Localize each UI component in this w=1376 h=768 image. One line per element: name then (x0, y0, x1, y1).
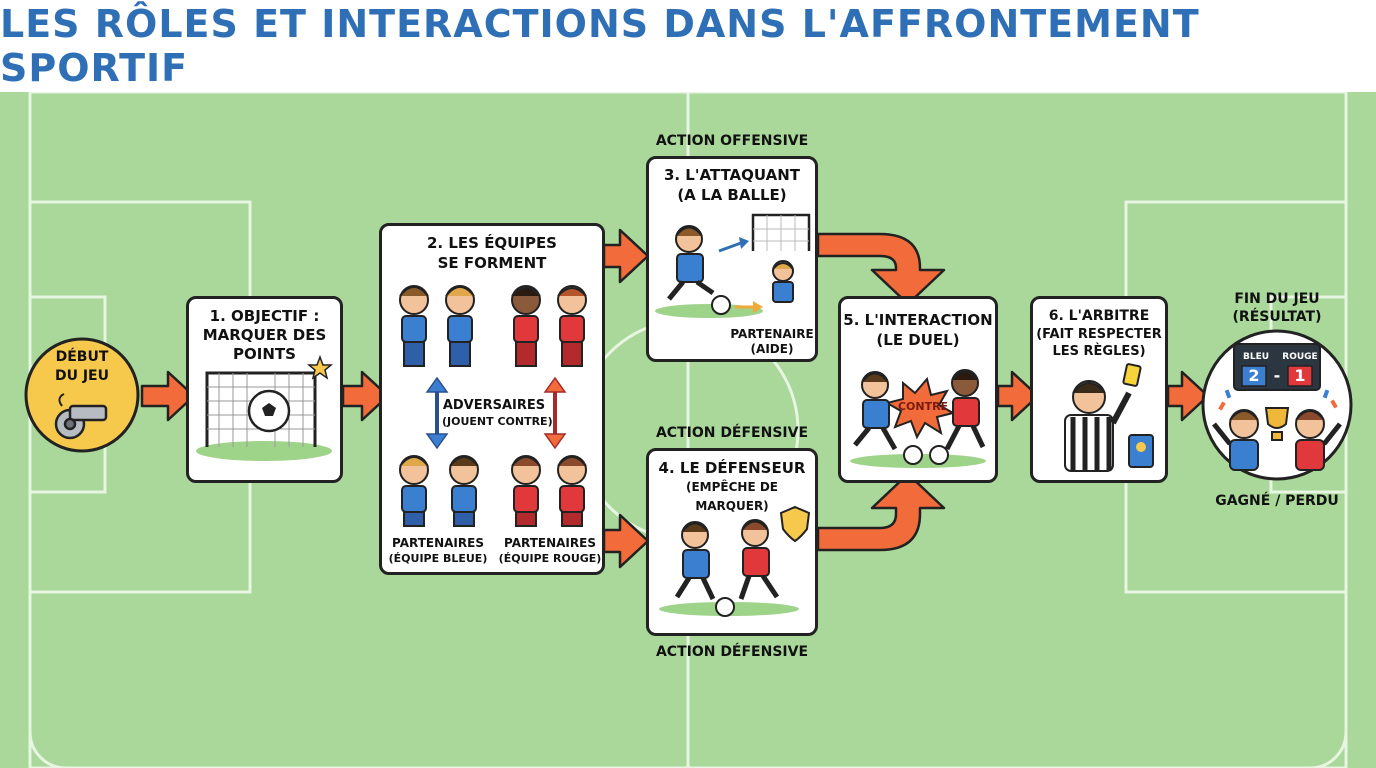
goal-with-ball-icon (196, 354, 334, 461)
step1-card: 1. OBJECTIF : MARQUER DES POINTS (186, 296, 343, 483)
arrow-step2-to-step4 (602, 513, 650, 569)
shield-icon (779, 505, 811, 543)
yellow-arrow-icon (735, 301, 763, 313)
step1-title-3: POINTS (233, 345, 296, 363)
step2-title-2: SE FORMENT (437, 254, 547, 272)
step3-partner-note-2: (AIDE) (750, 342, 794, 356)
step6-title-3: LES RÈGLES) (1052, 344, 1146, 359)
step3-title-1: 3. L'ATTAQUANT (663, 166, 801, 184)
title-bar: LES RÔLES ET INTERACTIONS DANS L'AFFRONT… (0, 0, 1376, 92)
yellow-card-icon (1122, 363, 1142, 387)
step3-partner-note-1: PARTENAIRE (730, 327, 814, 341)
blue-celebrating-player-icon (1212, 409, 1259, 471)
blue-partners-label-1: PARTENAIRES (392, 536, 484, 550)
scoreboard-team-red: ROUGE (1282, 352, 1318, 362)
red-player-icon (944, 369, 986, 451)
step1-title-2: MARQUER DES (202, 326, 327, 344)
step2-title-1: 2. LES ÉQUIPES (427, 234, 557, 252)
contre-burst-icon (884, 376, 956, 440)
step6-card: 6. L'ARBITRE (FAIT RESPECTER LES RÈGLES) (1030, 296, 1168, 483)
referee-illustration (1064, 363, 1154, 472)
blue-player-icon (449, 455, 479, 527)
red-double-arrow-icon (543, 376, 567, 450)
step5-title-1: 5. L'INTERACTION (843, 311, 993, 329)
offensive-action-header: ACTION OFFENSIVE (655, 133, 809, 149)
arrow-step6-to-end (1166, 370, 1210, 422)
blue-attacker-icon (674, 521, 716, 601)
step3-card: 3. L'ATTAQUANT (A LA BALLE) PARTENAIRE (… (646, 156, 818, 362)
attacker-player-icon (667, 225, 715, 301)
red-partners-label-2: (ÉQUIPE ROUGE) (498, 552, 602, 565)
step1-title-1: 1. OBJECTIF : (209, 307, 320, 325)
arrow-start-to-step1 (140, 370, 196, 422)
whistle-icon (54, 393, 108, 440)
step4-title-2: (EMPÊCHE DE MARQUER) (686, 480, 778, 513)
duel-illustration (850, 369, 986, 468)
red-player-icon (511, 285, 541, 367)
red-player-icon (511, 455, 541, 527)
end-label-2: (RÉSULTAT) (1232, 309, 1322, 325)
start-label-1: DÉBUT (55, 349, 109, 365)
scoreboard-score-blue: 2 (1248, 366, 1260, 385)
end-label-1: FIN DU JEU (1234, 291, 1320, 307)
red-partners-label-1: PARTENAIRES (504, 536, 596, 550)
scoreboard-score-red: 1 (1294, 366, 1306, 385)
adversaries-label-2: (JOUENT CONTRE) (442, 415, 553, 428)
blue-player-icon (399, 455, 429, 527)
trophy-icon (1264, 407, 1290, 429)
step6-title-2: (FAIT RESPECTER (1036, 327, 1162, 342)
step4-title-1: 4. LE DÉFENSEUR (658, 459, 806, 477)
arrow-step4-to-step5 (816, 472, 946, 552)
blue-partners-label-2: (ÉQUIPE BLEUE) (388, 552, 488, 565)
defensive-action-header-bottom: ACTION DÉFENSIVE (655, 644, 809, 660)
adversaries-label-1: ADVERSAIRES (442, 398, 546, 413)
step5-title-2: (LE DUEL) (876, 331, 960, 349)
defensive-action-header-top: ACTION DÉFENSIVE (655, 425, 809, 441)
partner-player-icon (772, 260, 794, 303)
red-defender-icon (738, 519, 780, 600)
end-node: BLEU ROUGE 2 - 1 (1200, 328, 1354, 482)
blue-double-arrow-icon (425, 376, 449, 450)
step3-title-2: (A LA BALLE) (677, 186, 787, 204)
step4-card: 4. LE DÉFENSEUR (EMPÊCHE DE MARQUER) (646, 448, 818, 636)
teams-illustration (399, 285, 587, 527)
red-celebrating-player-icon (1295, 409, 1342, 471)
step2-card: 2. LES ÉQUIPES SE FORMENT (379, 223, 605, 575)
blue-player-icon (853, 371, 898, 451)
referee-icon (1064, 380, 1132, 472)
arrow-step3-to-step5 (816, 232, 946, 306)
red-player-icon (557, 285, 587, 367)
start-label-2: DU JEU (54, 368, 109, 384)
arrow-step5-to-step6 (996, 370, 1040, 422)
blue-player-icon (399, 285, 429, 367)
blue-player-icon (445, 285, 475, 367)
red-player-icon (557, 455, 587, 527)
start-node: DÉBUT DU JEU (22, 320, 142, 470)
scoreboard-score-separator: - (1273, 366, 1281, 385)
arrow-step1-to-step2 (341, 370, 390, 422)
defender-illustration (659, 505, 811, 617)
page-title: LES RÔLES ET INTERACTIONS DANS L'AFFRONT… (0, 2, 1200, 90)
end-result-label: GAGNÉ / PERDU (1215, 493, 1339, 509)
step5-burst-label: CONTRE (897, 400, 949, 413)
step6-title-1: 6. L'ARBITRE (1048, 308, 1150, 324)
attacker-illustration (655, 213, 811, 318)
celebration-illustration (1201, 329, 1353, 481)
scoreboard-team-blue: BLEU (1242, 352, 1270, 362)
blue-arrow-icon (718, 237, 749, 253)
arrow-step2-to-step3 (602, 228, 650, 284)
step5-card: 5. L'INTERACTION (LE DUEL) CONTRE (838, 296, 998, 483)
